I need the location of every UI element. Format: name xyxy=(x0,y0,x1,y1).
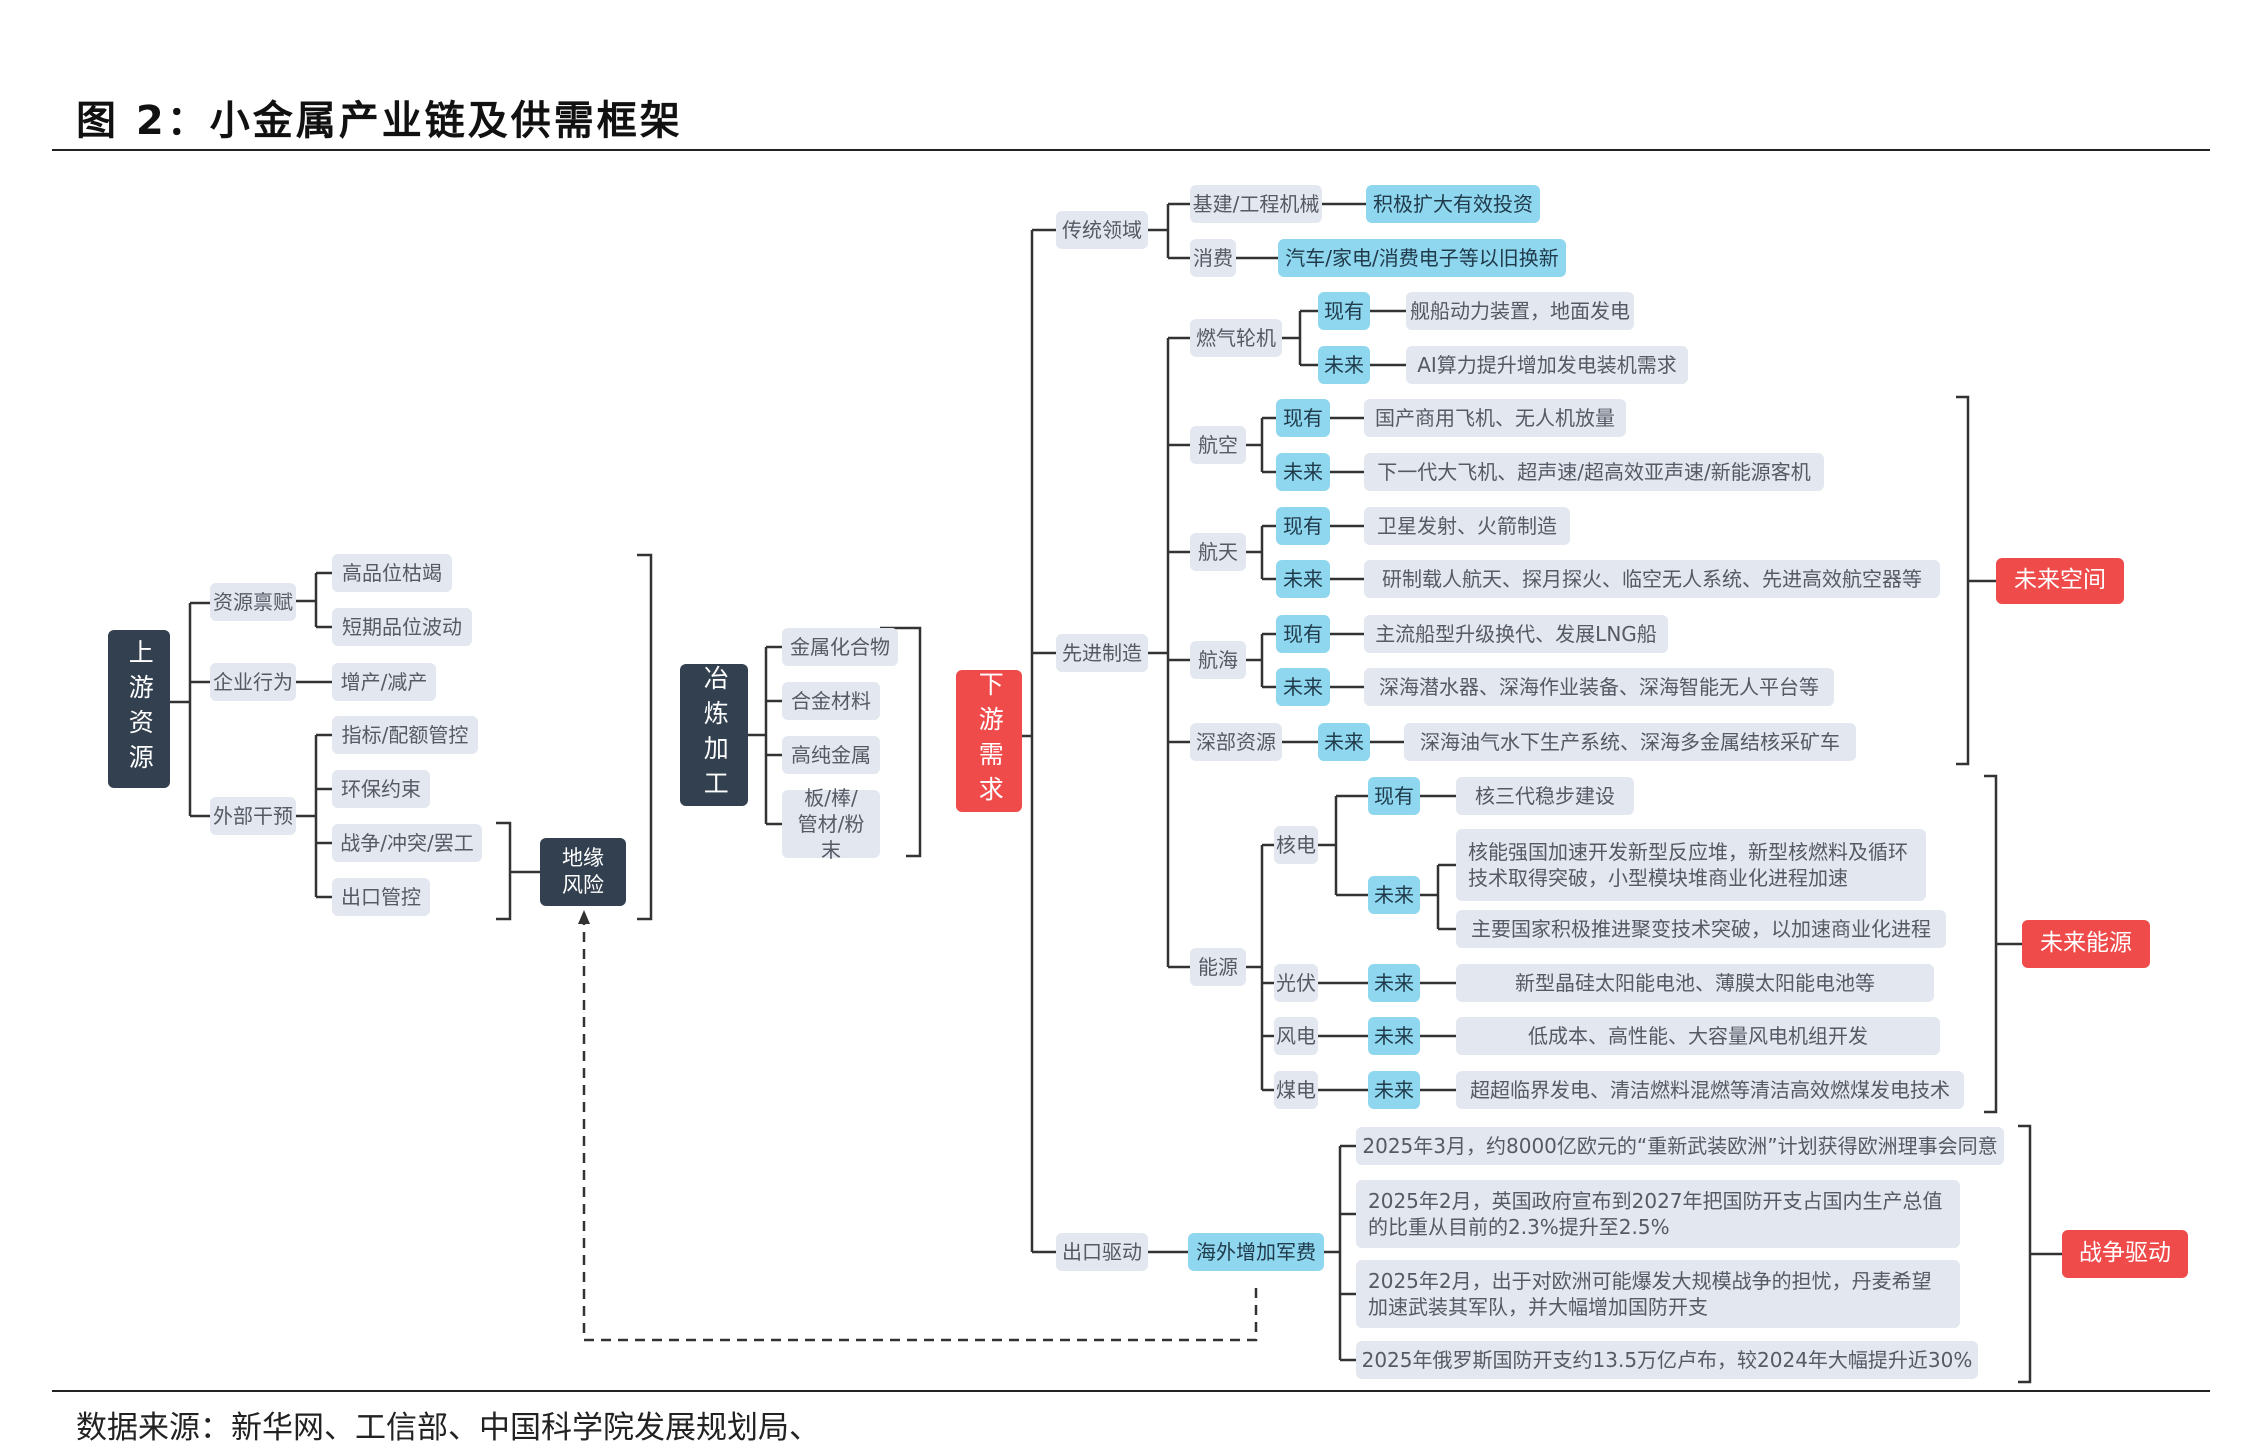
nuclear-existing-tag: 现有 xyxy=(1368,777,1420,815)
coal-future-leaf: 超超临界发电、清洁燃料混燃等清洁高效燃煤发电技术 xyxy=(1456,1071,1964,1109)
aerospace-future-tag: 未来 xyxy=(1276,560,1330,598)
short-term-fluctuation-node: 短期品位波动 xyxy=(332,608,472,646)
nuclear-future-tag: 未来 xyxy=(1368,876,1420,914)
future-energy-tag: 未来能源 xyxy=(2022,920,2150,968)
military-leaf-1: 2025年3月，约8000亿欧元的“重新武装欧洲”计划获得欧洲理事会同意 xyxy=(1356,1127,2004,1165)
expand-investment-node: 积极扩大有效投资 xyxy=(1366,185,1540,223)
resource-endowment-node: 资源禀赋 xyxy=(210,583,296,621)
marine-existing-tag: 现有 xyxy=(1276,615,1330,653)
military-leaf-2: 2025年2月，英国政府宣布到2027年把国防开支占国内生产总值的比重从目前的2… xyxy=(1356,1180,1960,1248)
export-control-node: 出口管控 xyxy=(332,878,430,916)
data-source: 数据来源：新华网、工信部、中国科学院发展规划局、 xyxy=(76,1410,820,1446)
coal-power-node: 煤电 xyxy=(1274,1071,1318,1109)
aerospace-node: 航天 xyxy=(1190,533,1246,571)
enterprise-behavior-node: 企业行为 xyxy=(210,663,296,701)
aviation-future-leaf: 下一代大飞机、超声速/超高效亚声速/新能源客机 xyxy=(1364,453,1824,491)
marine-existing-leaf: 主流船型升级换代、发展LNG船 xyxy=(1364,615,1668,653)
photovoltaic-node: 光伏 xyxy=(1274,964,1318,1002)
high-purity-metal-node: 高纯金属 xyxy=(782,736,880,774)
aerospace-existing-leaf: 卫星发射、火箭制造 xyxy=(1364,507,1570,545)
nuclear-node: 核电 xyxy=(1274,826,1318,864)
external-intervention-node: 外部干预 xyxy=(210,797,296,835)
war-driven-tag: 战争驱动 xyxy=(2062,1230,2188,1278)
smelting-processing-node: 冶炼加工 xyxy=(680,664,748,806)
environmental-constraint-node: 环保约束 xyxy=(332,770,430,808)
marine-node: 航海 xyxy=(1190,641,1246,679)
aerospace-existing-tag: 现有 xyxy=(1276,507,1330,545)
wind-future-tag: 未来 xyxy=(1368,1017,1420,1055)
nuclear-future-leaf-2: 主要国家积极推进聚变技术突破，以加速商业化进程 xyxy=(1456,910,1946,948)
advanced-manufacturing-node: 先进制造 xyxy=(1056,634,1148,672)
future-space-tag: 未来空间 xyxy=(1996,558,2124,604)
coal-future-tag: 未来 xyxy=(1368,1071,1420,1109)
metal-compound-node: 金属化合物 xyxy=(782,628,898,666)
turbine-future-tag: 未来 xyxy=(1318,346,1370,384)
overseas-military-spending-node: 海外增加军费 xyxy=(1188,1233,1324,1271)
aviation-future-tag: 未来 xyxy=(1276,453,1330,491)
military-leaf-4: 2025年俄罗斯国防开支约13.5万亿卢布，较2024年大幅提升近30% xyxy=(1356,1341,1978,1379)
title-rule xyxy=(52,149,2210,151)
turbine-future-leaf: AI算力提升增加发电装机需求 xyxy=(1406,346,1688,384)
pv-future-tag: 未来 xyxy=(1368,964,1420,1002)
nuclear-future-leaf-1: 核能强国加速开发新型反应堆，新型核燃料及循环技术取得突破，小型模块堆商业化进程加… xyxy=(1456,829,1926,901)
aerospace-future-leaf: 研制载人航天、探月探火、临空无人系统、先进高效航空器等 xyxy=(1364,560,1940,598)
energy-node: 能源 xyxy=(1190,948,1246,986)
aviation-existing-tag: 现有 xyxy=(1276,399,1330,437)
footer-rule xyxy=(52,1390,2210,1392)
wind-future-leaf: 低成本、高性能、大容量风电机组开发 xyxy=(1456,1017,1940,1055)
geopolitical-risk-node: 地缘风险 xyxy=(540,838,626,906)
figure-title: 图 2：小金属产业链及供需框架 xyxy=(76,98,683,144)
war-conflict-node: 战争/冲突/罢工 xyxy=(332,824,482,862)
aviation-node: 航空 xyxy=(1190,426,1246,464)
gas-turbine-node: 燃气轮机 xyxy=(1190,319,1282,357)
quota-control-node: 指标/配额管控 xyxy=(332,716,478,754)
infrastructure-machinery-node: 基建/工程机械 xyxy=(1190,185,1322,223)
plate-rod-tube-powder-node: 板/棒/管材/粉末 xyxy=(782,786,880,862)
consumption-node: 消费 xyxy=(1190,239,1236,277)
alloy-material-node: 合金材料 xyxy=(782,682,880,720)
trade-in-node: 汽车/家电/消费电子等以旧换新 xyxy=(1278,239,1566,277)
marine-future-leaf: 深海潜水器、深海作业装备、深海智能无人平台等 xyxy=(1364,668,1834,706)
marine-future-tag: 未来 xyxy=(1276,668,1330,706)
nuclear-existing-leaf: 核三代稳步建设 xyxy=(1456,777,1634,815)
upstream-resources-node: 上游资源 xyxy=(108,630,170,788)
wind-node: 风电 xyxy=(1274,1017,1318,1055)
traditional-field-node: 传统领域 xyxy=(1056,211,1148,249)
turbine-existing-leaf: 舰船动力装置，地面发电 xyxy=(1406,292,1634,330)
grade-depletion-node: 高品位枯竭 xyxy=(332,554,452,592)
export-driven-node: 出口驱动 xyxy=(1056,1233,1148,1271)
deep-resources-node: 深部资源 xyxy=(1190,723,1282,761)
downstream-demand-node: 下游需求 xyxy=(956,670,1022,812)
production-change-node: 增产/减产 xyxy=(332,663,436,701)
turbine-existing-tag: 现有 xyxy=(1318,292,1370,330)
military-leaf-3: 2025年2月，出于对欧洲可能爆发大规模战争的担忧，丹麦希望加速武装其军队，并大… xyxy=(1356,1260,1960,1328)
aviation-existing-leaf: 国产商用飞机、无人机放量 xyxy=(1364,399,1626,437)
deep-future-leaf: 深海油气水下生产系统、深海多金属结核采矿车 xyxy=(1404,723,1856,761)
deep-future-tag: 未来 xyxy=(1318,723,1370,761)
pv-future-leaf: 新型晶硅太阳能电池、薄膜太阳能电池等 xyxy=(1456,964,1934,1002)
